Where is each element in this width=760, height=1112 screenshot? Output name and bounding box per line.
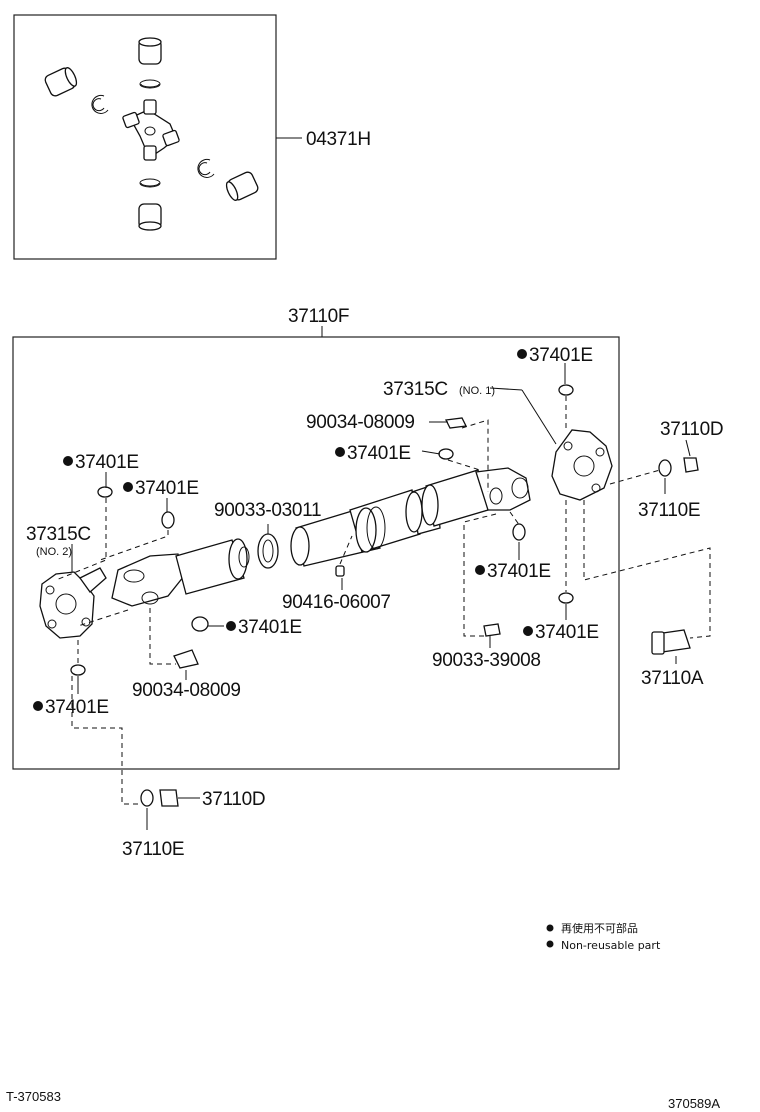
footer-right-code: 370589A <box>668 1096 720 1111</box>
flange-yoke-no2 <box>39 567 107 639</box>
legend-dot-en <box>546 940 554 948</box>
label-yoke-no1-sub: (NO. 1) <box>459 385 495 397</box>
label-plug-right-lower: 90033-39008 <box>432 650 541 671</box>
label-nut-right: 37110E <box>638 500 700 521</box>
leader-lines <box>71 363 691 830</box>
legend-dot-jp <box>546 924 554 932</box>
assembly-box <box>12 336 620 770</box>
label-washer-right: 37110D <box>660 419 723 440</box>
non-reusable-markers <box>33 349 533 711</box>
label-yoke-no2-sub: (NO. 2) <box>36 546 72 558</box>
assembly-dashed-lines <box>55 396 711 805</box>
non-reusable-dot <box>475 565 485 575</box>
legend-jp-text: 再使用不可部品 <box>561 921 638 935</box>
non-reusable-dot <box>123 482 133 492</box>
front-shaft-section <box>111 538 250 607</box>
label-seal-top-right: 37401E <box>529 345 593 366</box>
label-nut-bottom: 37110E <box>122 839 184 860</box>
kit-part-number: 04371H <box>306 129 371 150</box>
flange-yoke-no1 <box>551 429 613 501</box>
label-washer-bottom: 37110D <box>202 789 265 810</box>
non-reusable-dot <box>33 701 43 711</box>
non-reusable-dot <box>335 447 345 457</box>
label-seal-center-right: 37401E <box>487 561 551 582</box>
legend-en-text: Non-reusable part <box>561 939 661 952</box>
kit-inset-box <box>13 14 277 260</box>
label-seal-right-lower: 37401E <box>535 622 599 643</box>
label-plug-lower: 90416-06007 <box>282 592 391 613</box>
non-reusable-dot <box>226 621 236 631</box>
legend: 再使用不可部品 Non-reusable part <box>546 921 661 952</box>
footer-left-code: T-370583 <box>6 1089 61 1104</box>
label-seal-mid-left: 37401E <box>238 617 302 638</box>
universal-joint-kit-drawing <box>44 37 259 231</box>
label-seal-center-upper: 37401E <box>347 443 411 464</box>
label-plug-center: 90033-03011 <box>214 500 321 521</box>
label-grease-fitting-top: 90034-08009 <box>306 412 415 433</box>
label-yoke-no1: 37315C <box>383 379 448 400</box>
label-grease-fitting-bottom: 90034-08009 <box>132 680 241 701</box>
propeller-shaft-drawing <box>39 384 699 807</box>
assembly-part-number: 37110F <box>288 306 349 327</box>
main-tube <box>290 483 441 567</box>
non-reusable-dot <box>517 349 527 359</box>
label-seal-left-upper-b: 37401E <box>135 478 199 499</box>
label-yoke-no2: 37315C <box>26 524 91 545</box>
center-seal-ring <box>257 533 279 569</box>
rear-shaft-section <box>421 467 531 527</box>
label-seal-left-lower: 37401E <box>45 697 109 718</box>
non-reusable-dot <box>523 626 533 636</box>
label-bolt-right: 37110A <box>641 668 704 689</box>
label-seal-left-upper-a: 37401E <box>75 452 139 473</box>
non-reusable-dot <box>63 456 73 466</box>
